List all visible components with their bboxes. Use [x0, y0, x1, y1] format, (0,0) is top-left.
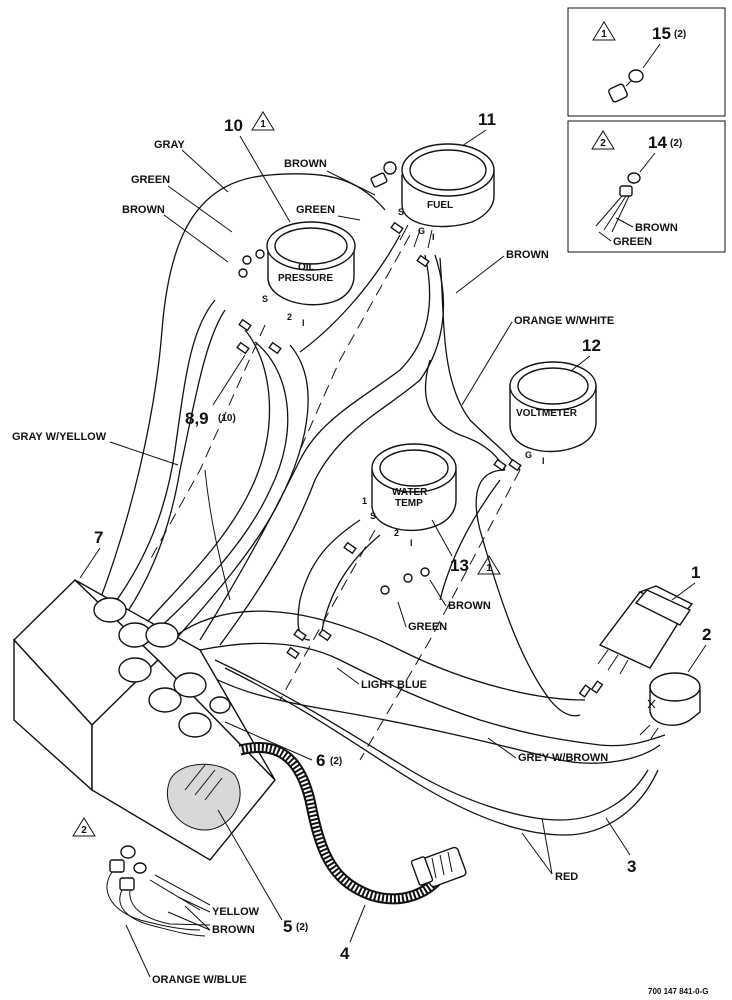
pin-label: S — [398, 207, 404, 217]
callout-7: 7 — [94, 528, 103, 547]
note-triangle-icon — [251, 111, 275, 131]
note-number: 2 — [81, 825, 87, 836]
callout-1: 1 — [691, 563, 700, 582]
pin-label: I — [410, 538, 413, 548]
gauge-label-water: WATER — [392, 487, 428, 498]
wire-label-gray-yellow: GRAY W/YELLOW — [12, 431, 107, 443]
pin-label: S — [370, 511, 376, 521]
note-triangle-icon — [72, 817, 96, 837]
wire-label-orange-blue: ORANGE W/BLUE — [152, 974, 247, 986]
note-triangle-icon — [592, 21, 616, 41]
callout-4: 4 — [340, 944, 350, 963]
pin-label: I — [542, 456, 545, 466]
callout-8-9: 8,9 — [185, 409, 209, 428]
callout-6: 6 — [316, 751, 325, 770]
callout-3: 3 — [627, 857, 636, 876]
wire-label-brown: BROWN — [212, 924, 255, 936]
callout-15: 15 — [652, 24, 671, 43]
callout-5-qty: (2) — [296, 922, 308, 933]
callout-14: 14 — [648, 133, 667, 152]
wire-label-yellow: YELLOW — [212, 906, 260, 918]
callout-15-qty: (2) — [674, 29, 686, 40]
note-number: 1 — [260, 119, 266, 130]
gauge-voltmeter: VOLTMETER G I — [509, 361, 597, 466]
callout-14-qty: (2) — [670, 138, 682, 149]
note-triangle-icon — [591, 130, 615, 150]
wire-label-gray: GRAY — [154, 139, 185, 151]
pin-label: G — [525, 450, 532, 460]
gauge-water-temp: WATER TEMP 1 S 2 I — [362, 443, 457, 548]
callouts: 10 1 11 12 13 1 8,9 (10) 7 1 2 3 4 5 (2)… — [72, 110, 711, 963]
callout-6-qty: (2) — [330, 756, 342, 767]
drawing-code: 700 147 841-0-G — [648, 987, 709, 996]
bulb-icon — [619, 172, 641, 197]
pin-label: 2 — [287, 312, 292, 322]
gauge-label-oil: OIL — [298, 262, 315, 273]
gauge-label-fuel: FUEL — [427, 200, 453, 211]
gauge-oil-pressure: OIL PRESSURE S 2 I — [262, 221, 356, 328]
callout-11: 11 — [478, 110, 496, 129]
wire-label-green: GREEN — [408, 621, 447, 633]
wire-label-orange-white: ORANGE W/WHITE — [514, 315, 614, 327]
bulb-icon — [608, 69, 644, 103]
wire-label-green: GREEN — [296, 204, 335, 216]
assembly-lines — [149, 234, 521, 761]
callout-12: 12 — [582, 336, 601, 355]
gauge-label-pressure: PRESSURE — [278, 273, 333, 284]
inset-note-1: 1 15 (2) — [567, 7, 726, 117]
wire-label-brown: BROWN — [448, 600, 491, 612]
harness-connector-icon — [410, 846, 467, 888]
pin-label: S — [262, 294, 268, 304]
pin-label: G — [418, 226, 425, 236]
wire-label-light-blue: LIGHT BLUE — [361, 679, 427, 691]
note-triangle-icon — [477, 555, 501, 575]
wire-label-green: GREEN — [613, 236, 652, 248]
pin-label: I — [432, 232, 435, 242]
wire-labels: GRAY GREEN BROWN BROWN GREEN BROWN ORANG… — [12, 139, 614, 986]
wire-label-grey-brown: GREY W/BROWN — [518, 752, 608, 764]
callout-5: 5 — [283, 917, 292, 936]
part-2-gauge — [639, 672, 701, 741]
pin-label: 1 — [362, 496, 367, 506]
part-1-switch — [597, 585, 694, 675]
bulb-assembly — [106, 845, 211, 937]
note-number: 1 — [601, 29, 607, 40]
gauge-label-voltmeter: VOLTMETER — [516, 408, 578, 419]
callout-10: 10 — [224, 116, 243, 135]
callout-8-9-qty: (10) — [218, 413, 236, 424]
callout-13: 13 — [450, 556, 469, 575]
wire-label-brown: BROWN — [635, 222, 678, 234]
inset-note-2: 2 14 (2) BROWN GREEN — [567, 120, 726, 253]
gauge-fuel: FUEL S G I — [398, 143, 495, 249]
wire-label-green: GREEN — [131, 174, 170, 186]
gauge-label-temp: TEMP — [395, 498, 423, 509]
part-4-harness — [238, 741, 467, 905]
wire-label-red: RED — [555, 871, 578, 883]
part-7-panel-box — [13, 579, 276, 861]
pin-label: I — [302, 318, 305, 328]
wire-label-brown: BROWN — [284, 158, 327, 170]
note-number: 2 — [600, 138, 606, 149]
pin-label: 2 — [394, 528, 399, 538]
wire-label-brown: BROWN — [122, 204, 165, 216]
connectors — [236, 161, 604, 698]
callout-2: 2 — [702, 625, 711, 644]
wire-label-brown: BROWN — [506, 249, 549, 261]
wire-harness — [99, 173, 666, 836]
note-number: 1 — [486, 563, 492, 574]
